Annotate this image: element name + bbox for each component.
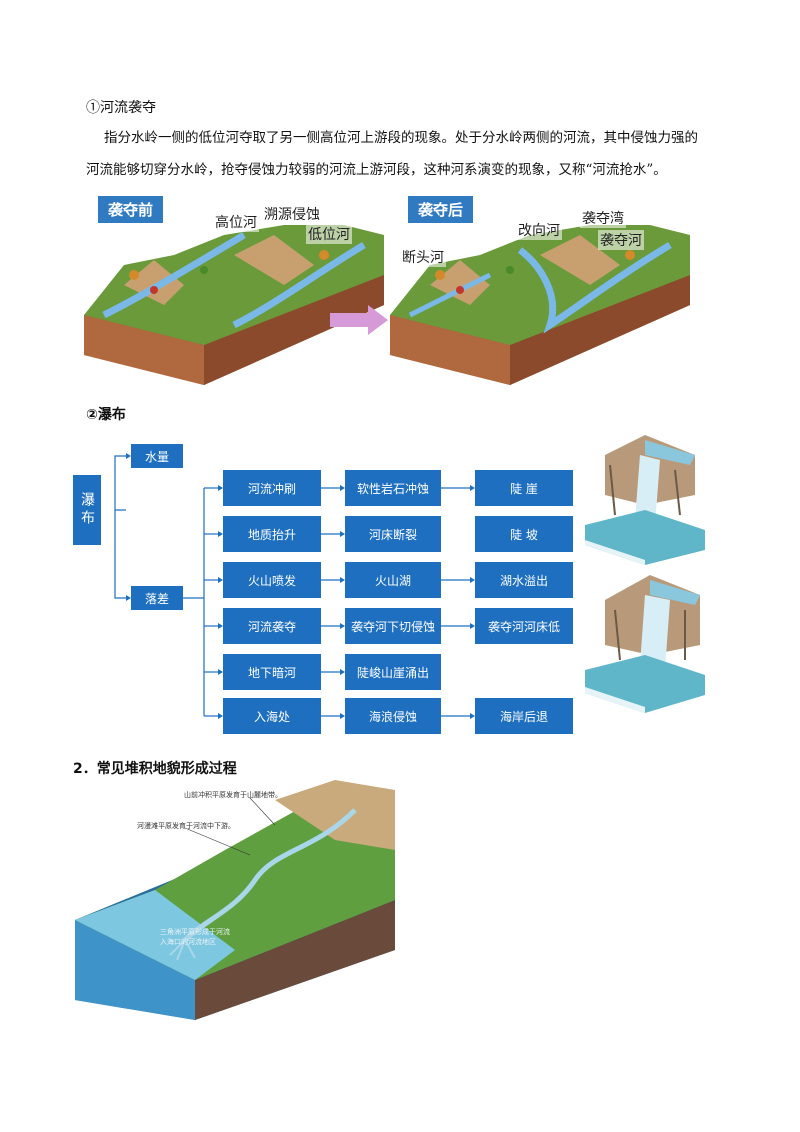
label-headward-erosion: 溯源侵蚀: [262, 204, 322, 224]
node-cause-5: 地下暗河: [223, 654, 321, 690]
node-result-2: 陡 坡: [475, 516, 573, 552]
label-diverted-river: 改向河: [516, 220, 562, 240]
note-alluvial-fan: 山前冲积平原发育于山麓地带。: [184, 791, 282, 799]
badge-before: 袭夺前: [98, 196, 164, 223]
node-process-3: 火山湖: [345, 562, 441, 598]
node-process-2: 河床断裂: [345, 516, 441, 552]
node-cause-1: 河流冲刷: [223, 470, 321, 506]
label-low-river: 低位河: [306, 224, 352, 244]
node-cause-4: 河流袭夺: [223, 608, 321, 644]
waterfall-illustration-bottom: [585, 575, 705, 713]
node-cause-2: 地质抬升: [223, 516, 321, 552]
paragraph-line-1: 指分水岭一侧的低位河夺取了另一侧高位河上游段的现象。处于分水岭两侧的河流，其中侵…: [104, 130, 698, 146]
node-result-4: 袭夺河河床低: [475, 608, 573, 644]
node-result-6: 海岸后退: [475, 698, 573, 734]
node-waterfall-root: 瀑布: [73, 475, 101, 545]
node-process-6: 海浪侵蚀: [345, 698, 441, 734]
node-process-5: 陡峻山崖涌出: [345, 654, 441, 690]
node-height-drop: 落差: [131, 586, 183, 610]
label-capturing-river: 袭夺河: [598, 230, 644, 250]
node-result-3: 湖水溢出: [475, 562, 573, 598]
label-high-river: 高位河: [213, 212, 259, 232]
node-cause-6: 入海处: [223, 698, 321, 734]
node-water-volume: 水量: [131, 444, 183, 468]
node-process-1: 软性岩石冲蚀: [345, 470, 441, 506]
waterfall-illustration-top: [585, 435, 705, 565]
river-capture-before-illustration: [84, 225, 384, 385]
node-result-1: 陡 崖: [475, 470, 573, 506]
note-floodplain: 河漫滩平原发育于河流中下游。: [137, 822, 235, 830]
paragraph-line-2: 河流能够切穿分水岭，抢夺侵蚀力较弱的河流上游河段，这种河系演变的现象，又称“河流…: [86, 162, 667, 178]
river-capture-after-illustration: [390, 225, 690, 385]
node-process-4: 袭夺河下切侵蚀: [345, 608, 441, 644]
node-cause-3: 火山喷发: [223, 562, 321, 598]
label-capture-elbow: 袭夺湾: [580, 208, 626, 228]
transition-arrow-icon: [330, 305, 388, 335]
section-title-deposition: 2．常见堆积地貌形成过程: [73, 761, 237, 777]
section-title-waterfall: ②瀑布: [86, 407, 126, 423]
deposition-landform-illustration: [75, 780, 395, 1020]
label-beheaded-river: 断头河: [400, 247, 446, 267]
note-delta: 三角洲平原形成于河流 入海口的河流地区: [160, 928, 230, 946]
section-title-river-capture: ①河流袭夺: [86, 100, 156, 116]
badge-after: 袭夺后: [408, 196, 474, 223]
